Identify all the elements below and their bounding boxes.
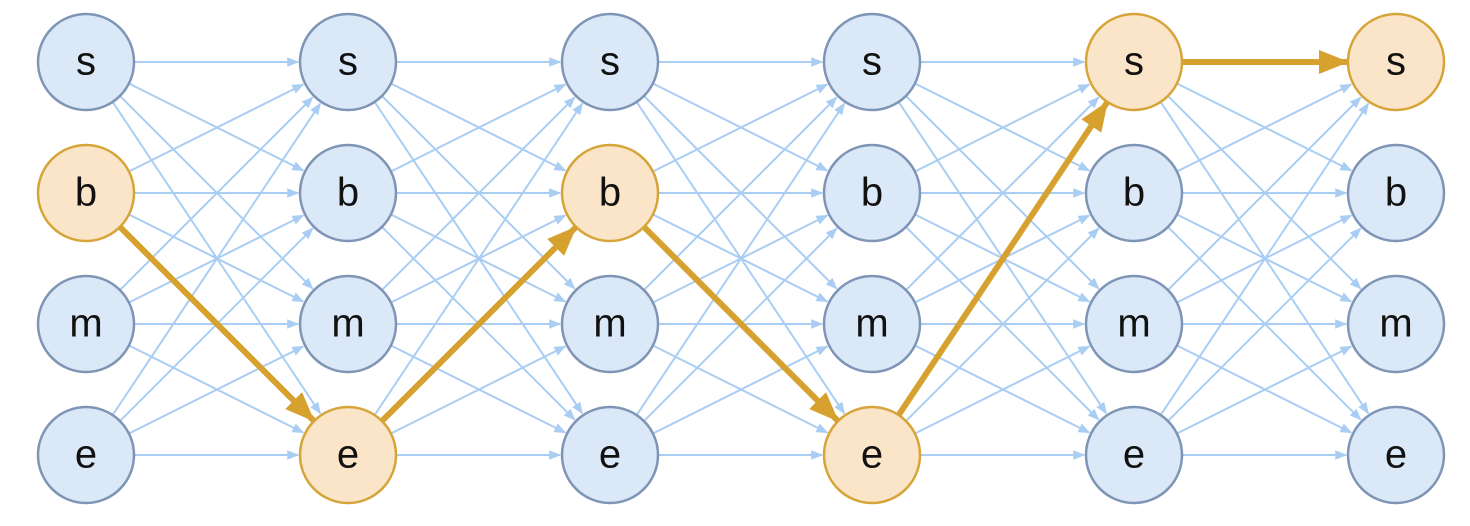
state-node-circle: [560, 12, 660, 112]
edge-e-to-b-col5: [1167, 227, 1362, 422]
edge-e-to-m-col4: [914, 345, 1091, 435]
state-node-circle: [1084, 405, 1184, 505]
state-node-e-col4: e: [822, 405, 922, 505]
state-node-s-col6: s: [1346, 12, 1446, 112]
path-edge-col4: [895, 100, 1110, 419]
state-node-circle: [1346, 405, 1446, 505]
edge-m-to-s-col4: [905, 96, 1100, 291]
state-node-b-col4: b: [822, 143, 922, 243]
state-node-circle: [1084, 143, 1184, 243]
state-node-label: s: [1124, 40, 1144, 84]
edge-m-to-s-col2: [381, 96, 576, 291]
state-node-circle: [36, 12, 136, 112]
state-node-b-col6: b: [1346, 143, 1446, 243]
state-node-e-col2: e: [298, 405, 398, 505]
state-node-label: m: [69, 302, 102, 346]
state-nodes: s b m e s b m e s b m e s b m e s b m e s b m e: [36, 12, 1446, 505]
state-node-label: b: [1123, 171, 1145, 215]
state-node-e-col6: e: [1346, 405, 1446, 505]
state-node-circle: [1084, 12, 1184, 112]
state-node-b-col3: b: [560, 143, 660, 243]
state-node-e-col1: e: [36, 405, 136, 505]
state-node-m-col1: m: [36, 274, 136, 374]
state-node-e-col3: e: [560, 405, 660, 505]
edge-e-to-s-col2: [373, 102, 584, 416]
edge-b-to-s-col5: [1176, 83, 1353, 173]
state-node-label: m: [593, 302, 626, 346]
state-node-s-col2: s: [298, 12, 398, 112]
state-node-circle: [1084, 274, 1184, 374]
edge-b-to-s-col1: [128, 83, 305, 173]
edge-e-to-m-col1: [128, 345, 305, 435]
state-node-s-col3: s: [560, 12, 660, 112]
edge-e-to-m-col5: [1176, 345, 1353, 435]
state-node-label: m: [1379, 302, 1412, 346]
state-node-circle: [36, 143, 136, 243]
state-node-label: b: [75, 171, 97, 215]
state-node-label: s: [76, 40, 96, 84]
state-node-circle: [822, 405, 922, 505]
state-node-circle: [822, 12, 922, 112]
state-node-label: b: [861, 171, 883, 215]
state-node-s-col5: s: [1084, 12, 1184, 112]
state-node-b-col1: b: [36, 143, 136, 243]
state-node-m-col2: m: [298, 274, 398, 374]
state-node-label: s: [338, 40, 358, 84]
state-node-s-col1: s: [36, 12, 136, 112]
state-node-e-col5: e: [1084, 405, 1184, 505]
state-node-circle: [298, 12, 398, 112]
path-edge-col3: [640, 223, 840, 423]
path-edge-col1: [116, 223, 316, 423]
edge-e-to-s-col5: [1159, 102, 1370, 416]
edge-m-to-s-col5: [1167, 96, 1362, 291]
state-node-label: e: [1123, 433, 1145, 477]
state-node-b-col5: b: [1084, 143, 1184, 243]
state-node-circle: [822, 274, 922, 374]
edge-b-to-s-col3: [652, 83, 829, 173]
edge-e-to-s-col3: [635, 102, 846, 416]
state-node-circle: [36, 405, 136, 505]
state-node-label: e: [75, 433, 97, 477]
state-node-circle: [1346, 12, 1446, 112]
state-node-label: s: [600, 40, 620, 84]
state-node-b-col2: b: [298, 143, 398, 243]
state-node-label: b: [599, 171, 621, 215]
state-node-circle: [1346, 143, 1446, 243]
state-node-label: e: [599, 433, 621, 477]
state-node-label: m: [855, 302, 888, 346]
edge-e-to-m-col3: [652, 345, 829, 435]
state-node-circle: [560, 143, 660, 243]
state-node-m-col6: m: [1346, 274, 1446, 374]
path-edge-col2: [378, 225, 578, 425]
state-node-label: b: [1385, 171, 1407, 215]
edge-e-to-s-col1: [111, 102, 322, 416]
best-path-edges: [116, 50, 1349, 425]
state-node-circle: [298, 274, 398, 374]
state-node-label: m: [1117, 302, 1150, 346]
state-node-label: s: [862, 40, 882, 84]
state-node-s-col4: s: [822, 12, 922, 112]
state-node-m-col5: m: [1084, 274, 1184, 374]
state-node-label: e: [337, 433, 359, 477]
transition-edges: [111, 57, 1370, 460]
state-node-label: m: [331, 302, 364, 346]
state-node-circle: [298, 143, 398, 243]
edge-b-to-s-col4: [914, 83, 1091, 173]
state-node-circle: [822, 143, 922, 243]
state-node-label: e: [861, 433, 883, 477]
state-node-label: e: [1385, 433, 1407, 477]
state-node-circle: [560, 405, 660, 505]
state-node-circle: [36, 274, 136, 374]
edge-e-to-b-col4: [905, 227, 1100, 422]
state-node-m-col4: m: [822, 274, 922, 374]
state-node-circle: [560, 274, 660, 374]
state-node-circle: [1346, 274, 1446, 374]
edge-e-to-m-col2: [390, 345, 567, 435]
state-node-label: s: [1386, 40, 1406, 84]
state-node-m-col3: m: [560, 274, 660, 374]
edge-b-to-s-col2: [390, 83, 567, 173]
state-node-label: b: [337, 171, 359, 215]
state-node-circle: [298, 405, 398, 505]
